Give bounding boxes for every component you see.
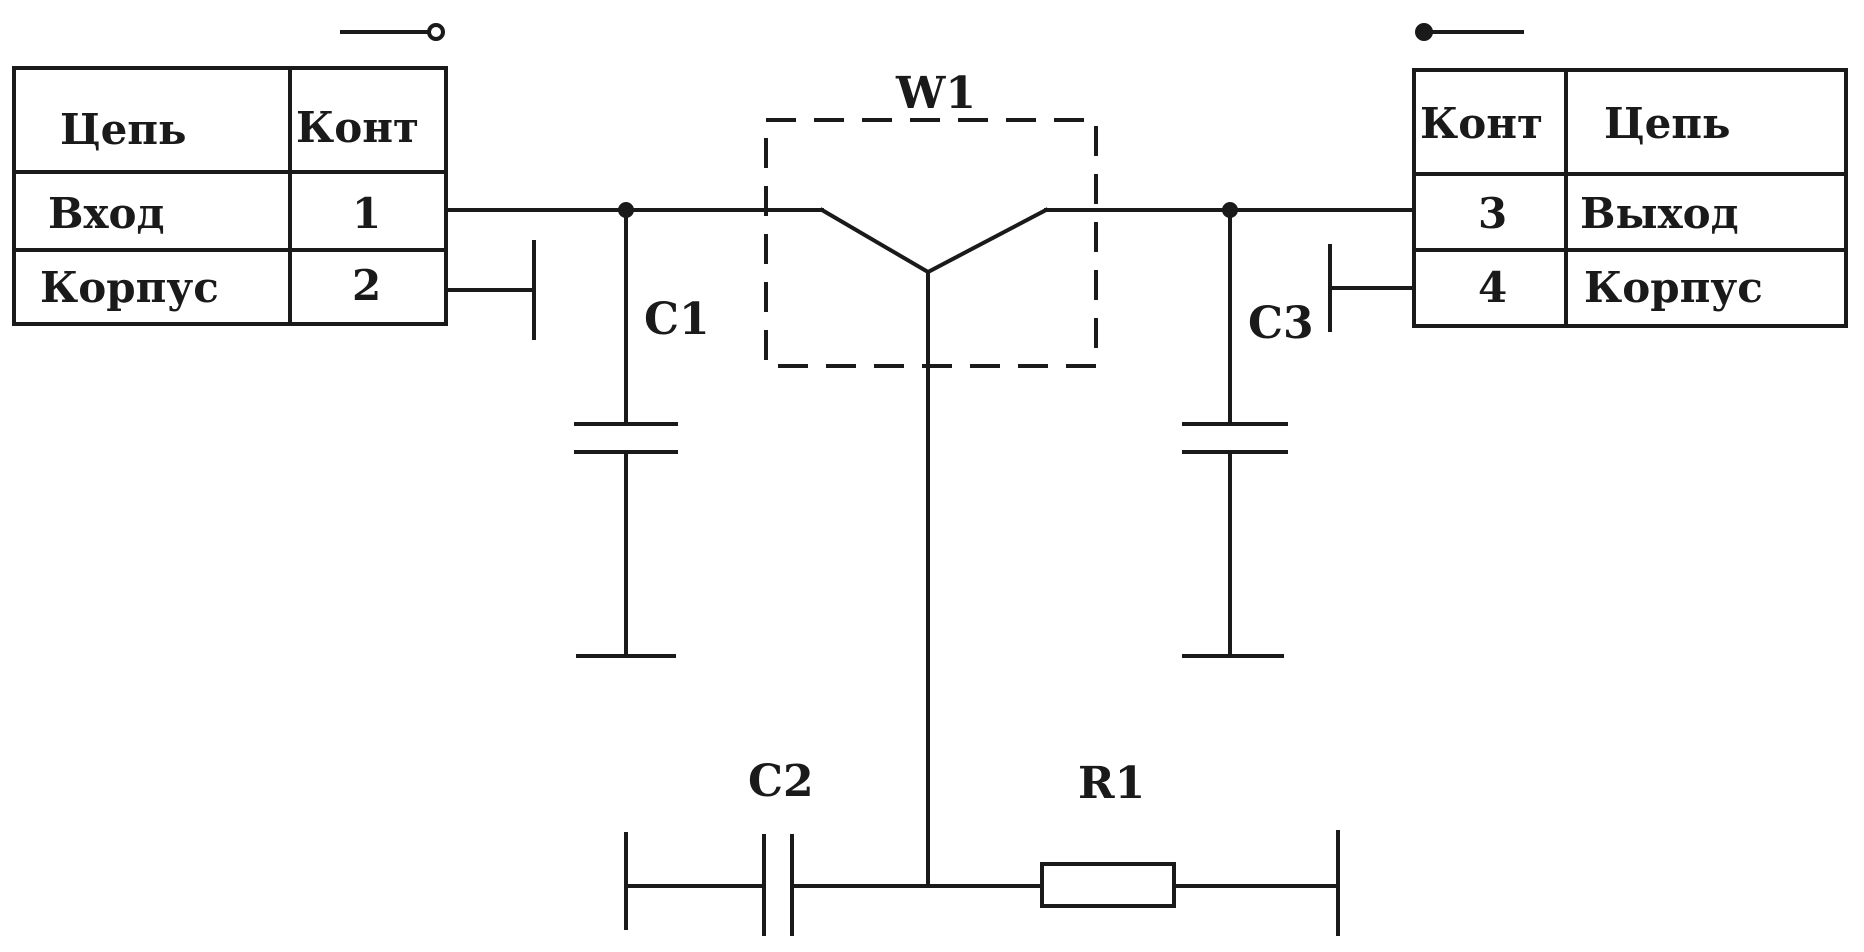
right-row-1-circuit: Выход <box>1580 189 1739 238</box>
left-ground-stub <box>444 240 536 340</box>
left-row-2-circuit: Корпус <box>40 263 219 312</box>
capacitor-c3: C3 <box>1182 208 1314 658</box>
left-header-circuit: Цепь <box>60 105 187 154</box>
resistor-r1: R1 <box>1040 758 1340 936</box>
right-row-1-contact: 3 <box>1478 189 1507 238</box>
capacitor-c1: C1 <box>574 208 710 658</box>
right-row-2-circuit: Корпус <box>1584 263 1763 312</box>
center-branch <box>794 270 1042 888</box>
w1-label: W1 <box>895 68 976 119</box>
right-header-circuit: Цепь <box>1604 99 1731 148</box>
left-connector-table: Цепь Конт Вход 1 Корпус 2 <box>12 66 448 326</box>
c2-label: C2 <box>748 756 814 807</box>
left-pin-marker <box>340 23 445 41</box>
right-pin-marker <box>1415 23 1524 41</box>
left-row-1-contact: 1 <box>352 189 381 238</box>
w1-switch: W1 <box>764 68 1098 368</box>
signal-wires <box>444 202 1416 275</box>
capacitor-c2: C2 <box>624 756 814 936</box>
right-header-contact: Конт <box>1420 99 1543 148</box>
r1-label: R1 <box>1078 758 1145 809</box>
c1-label: C1 <box>644 294 710 345</box>
left-header-contact: Конт <box>296 103 419 152</box>
c3-label: C3 <box>1248 298 1314 349</box>
right-ground-stub <box>1328 244 1416 332</box>
right-connector-table: Конт Цепь 3 Выход 4 Корпус <box>1412 68 1848 328</box>
left-row-2-contact: 2 <box>352 261 381 310</box>
left-row-1-circuit: Вход <box>48 189 165 238</box>
right-row-2-contact: 4 <box>1478 263 1507 312</box>
